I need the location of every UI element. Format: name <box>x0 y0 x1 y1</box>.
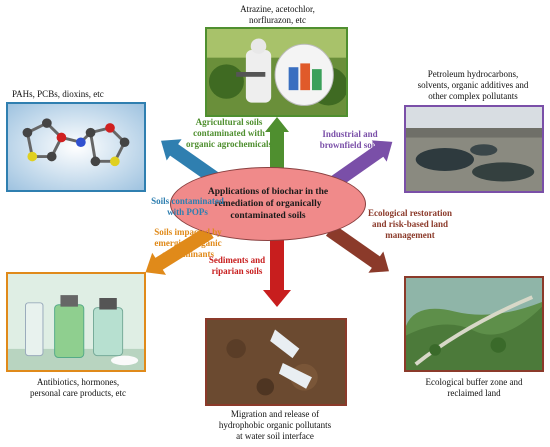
arrow-ecological <box>325 224 389 273</box>
label-sediments: Sediments and riparian soils <box>208 255 266 276</box>
center-line-1: Applications of biochar in the <box>207 187 329 197</box>
photo-sediments-soil <box>205 318 347 406</box>
pharmaceutical-vials-image <box>8 274 144 370</box>
caption-emerging: Antibiotics, hormones, personal care pro… <box>30 377 126 398</box>
center-line-3: contaminated soils <box>230 211 306 221</box>
label-pops: Soils contaminated with POPs <box>151 196 224 217</box>
center-line-2: remediation of organically <box>214 199 322 209</box>
arrow-industrial <box>330 140 393 188</box>
photo-emerging-contaminants <box>6 272 146 372</box>
caption-industrial: Petroleum hydrocarbons, solvents, organi… <box>417 69 529 101</box>
center-topic-oval: Applications of biochar in the remediati… <box>170 167 366 241</box>
pesticide-spraying-image <box>207 29 346 115</box>
caption-sediments: Migration and release of hydrophobic org… <box>218 409 332 441</box>
photo-agricultural-spraying <box>205 27 348 117</box>
label-agricultural: Agricultural soils contaminated with org… <box>185 117 273 149</box>
molecule-structure-image <box>8 104 144 190</box>
label-emerging: Soils impacted by emerging organic conta… <box>154 227 222 259</box>
brownfield-site-image <box>406 107 542 191</box>
caption-pops: PAHs, PCBs, dioxins, etc <box>12 89 104 99</box>
photo-industrial-site <box>404 105 544 193</box>
caption-agricultural: Atrazine, acetochlor, norflurazon, etc <box>240 4 315 25</box>
caption-ecological: Ecological buffer zone and reclaimed lan… <box>425 377 523 398</box>
label-ecological: Ecological restoration and risk-based la… <box>367 208 453 240</box>
soil-hands-image <box>207 320 345 404</box>
arrow-sediments <box>263 240 291 307</box>
buffer-zone-image <box>406 278 542 370</box>
arrow-agricultural <box>265 117 289 168</box>
center-topic-text: Applications of biochar in the remediati… <box>193 186 343 222</box>
photo-pops-molecules <box>6 102 146 192</box>
photo-ecological-buffer <box>404 276 544 372</box>
label-industrial: Industrial and brownfield soils <box>319 129 381 150</box>
arrow-emerging <box>145 226 214 275</box>
